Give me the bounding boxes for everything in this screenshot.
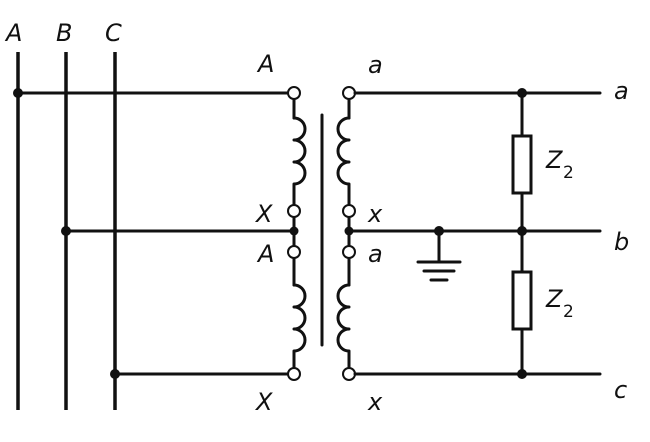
terminal	[287, 86, 301, 100]
junction-dot	[289, 226, 299, 236]
ground-icon	[416, 260, 462, 282]
impedance-label-top: Z 2	[545, 146, 574, 183]
primary-label-top-start: A	[256, 50, 274, 78]
impedance-label-bottom: Z 2	[545, 285, 574, 322]
junction-dot	[517, 226, 527, 236]
secondary-label-top-start: a	[368, 51, 383, 79]
impedance-subscript: 2	[563, 163, 574, 183]
secondary-label-top-end: x	[367, 200, 383, 228]
secondary-coil-bottom	[336, 283, 351, 370]
output-label-c: c	[614, 376, 627, 404]
terminal	[342, 245, 356, 259]
bus-label-b: B	[56, 19, 72, 47]
impedance-subscript: 2	[563, 302, 574, 322]
junction-dot	[61, 226, 71, 236]
secondary-coil-top	[336, 116, 351, 207]
primary-coil-bottom	[292, 283, 307, 370]
junction-dot	[110, 369, 120, 379]
terminal	[287, 245, 301, 259]
impedance-z2-bottom	[511, 270, 533, 331]
bus-label-c: C	[105, 19, 122, 47]
primary-label-top-end: X	[254, 200, 273, 228]
terminal	[287, 204, 301, 218]
bus-label-a: A	[4, 19, 22, 47]
junction-dot	[13, 88, 23, 98]
secondary-label-bottom-start: a	[368, 240, 383, 268]
impedance-symbol: Z	[545, 285, 563, 313]
junction-dot	[517, 369, 527, 379]
primary-label-bottom-end: X	[254, 388, 273, 416]
terminal	[287, 367, 301, 381]
primary-label-bottom-start: A	[256, 240, 274, 268]
terminal	[342, 204, 356, 218]
impedance-symbol: Z	[545, 146, 563, 174]
primary-coil-top	[292, 116, 307, 207]
terminal	[342, 367, 356, 381]
impedance-z2-top	[511, 134, 533, 195]
secondary-label-bottom-end: x	[367, 388, 383, 416]
output-label-b: b	[614, 228, 629, 256]
terminal	[342, 86, 356, 100]
output-label-a: a	[614, 77, 629, 105]
junction-dot	[517, 88, 527, 98]
